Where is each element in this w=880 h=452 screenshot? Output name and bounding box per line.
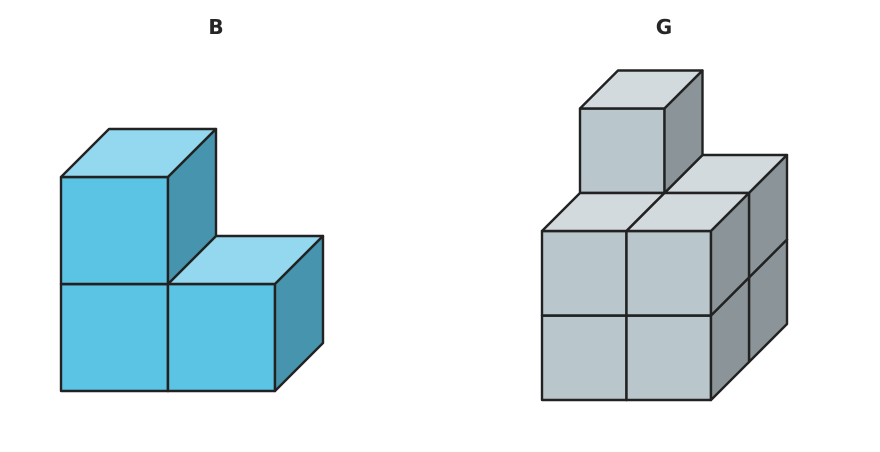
cube-front-face <box>540 229 628 317</box>
cube <box>59 127 218 286</box>
cube-side-face <box>273 234 325 393</box>
cube-front-face <box>625 314 713 402</box>
cube-side-face <box>166 127 218 286</box>
cube-front-face <box>59 282 170 393</box>
cube-front-face <box>166 282 277 393</box>
cube-front-face <box>540 314 628 402</box>
cube-front-face <box>578 107 666 195</box>
cube-front-face <box>625 229 713 317</box>
cube-front-face <box>59 175 170 286</box>
figure-label-b: B <box>208 15 223 39</box>
cube-figure-g <box>540 69 789 402</box>
cube <box>578 69 704 195</box>
cube-side-face <box>709 191 751 317</box>
figure-label-g: G <box>656 15 672 39</box>
cube <box>625 191 751 317</box>
cube-figure-b <box>59 127 325 393</box>
cube-side-face <box>663 69 704 195</box>
